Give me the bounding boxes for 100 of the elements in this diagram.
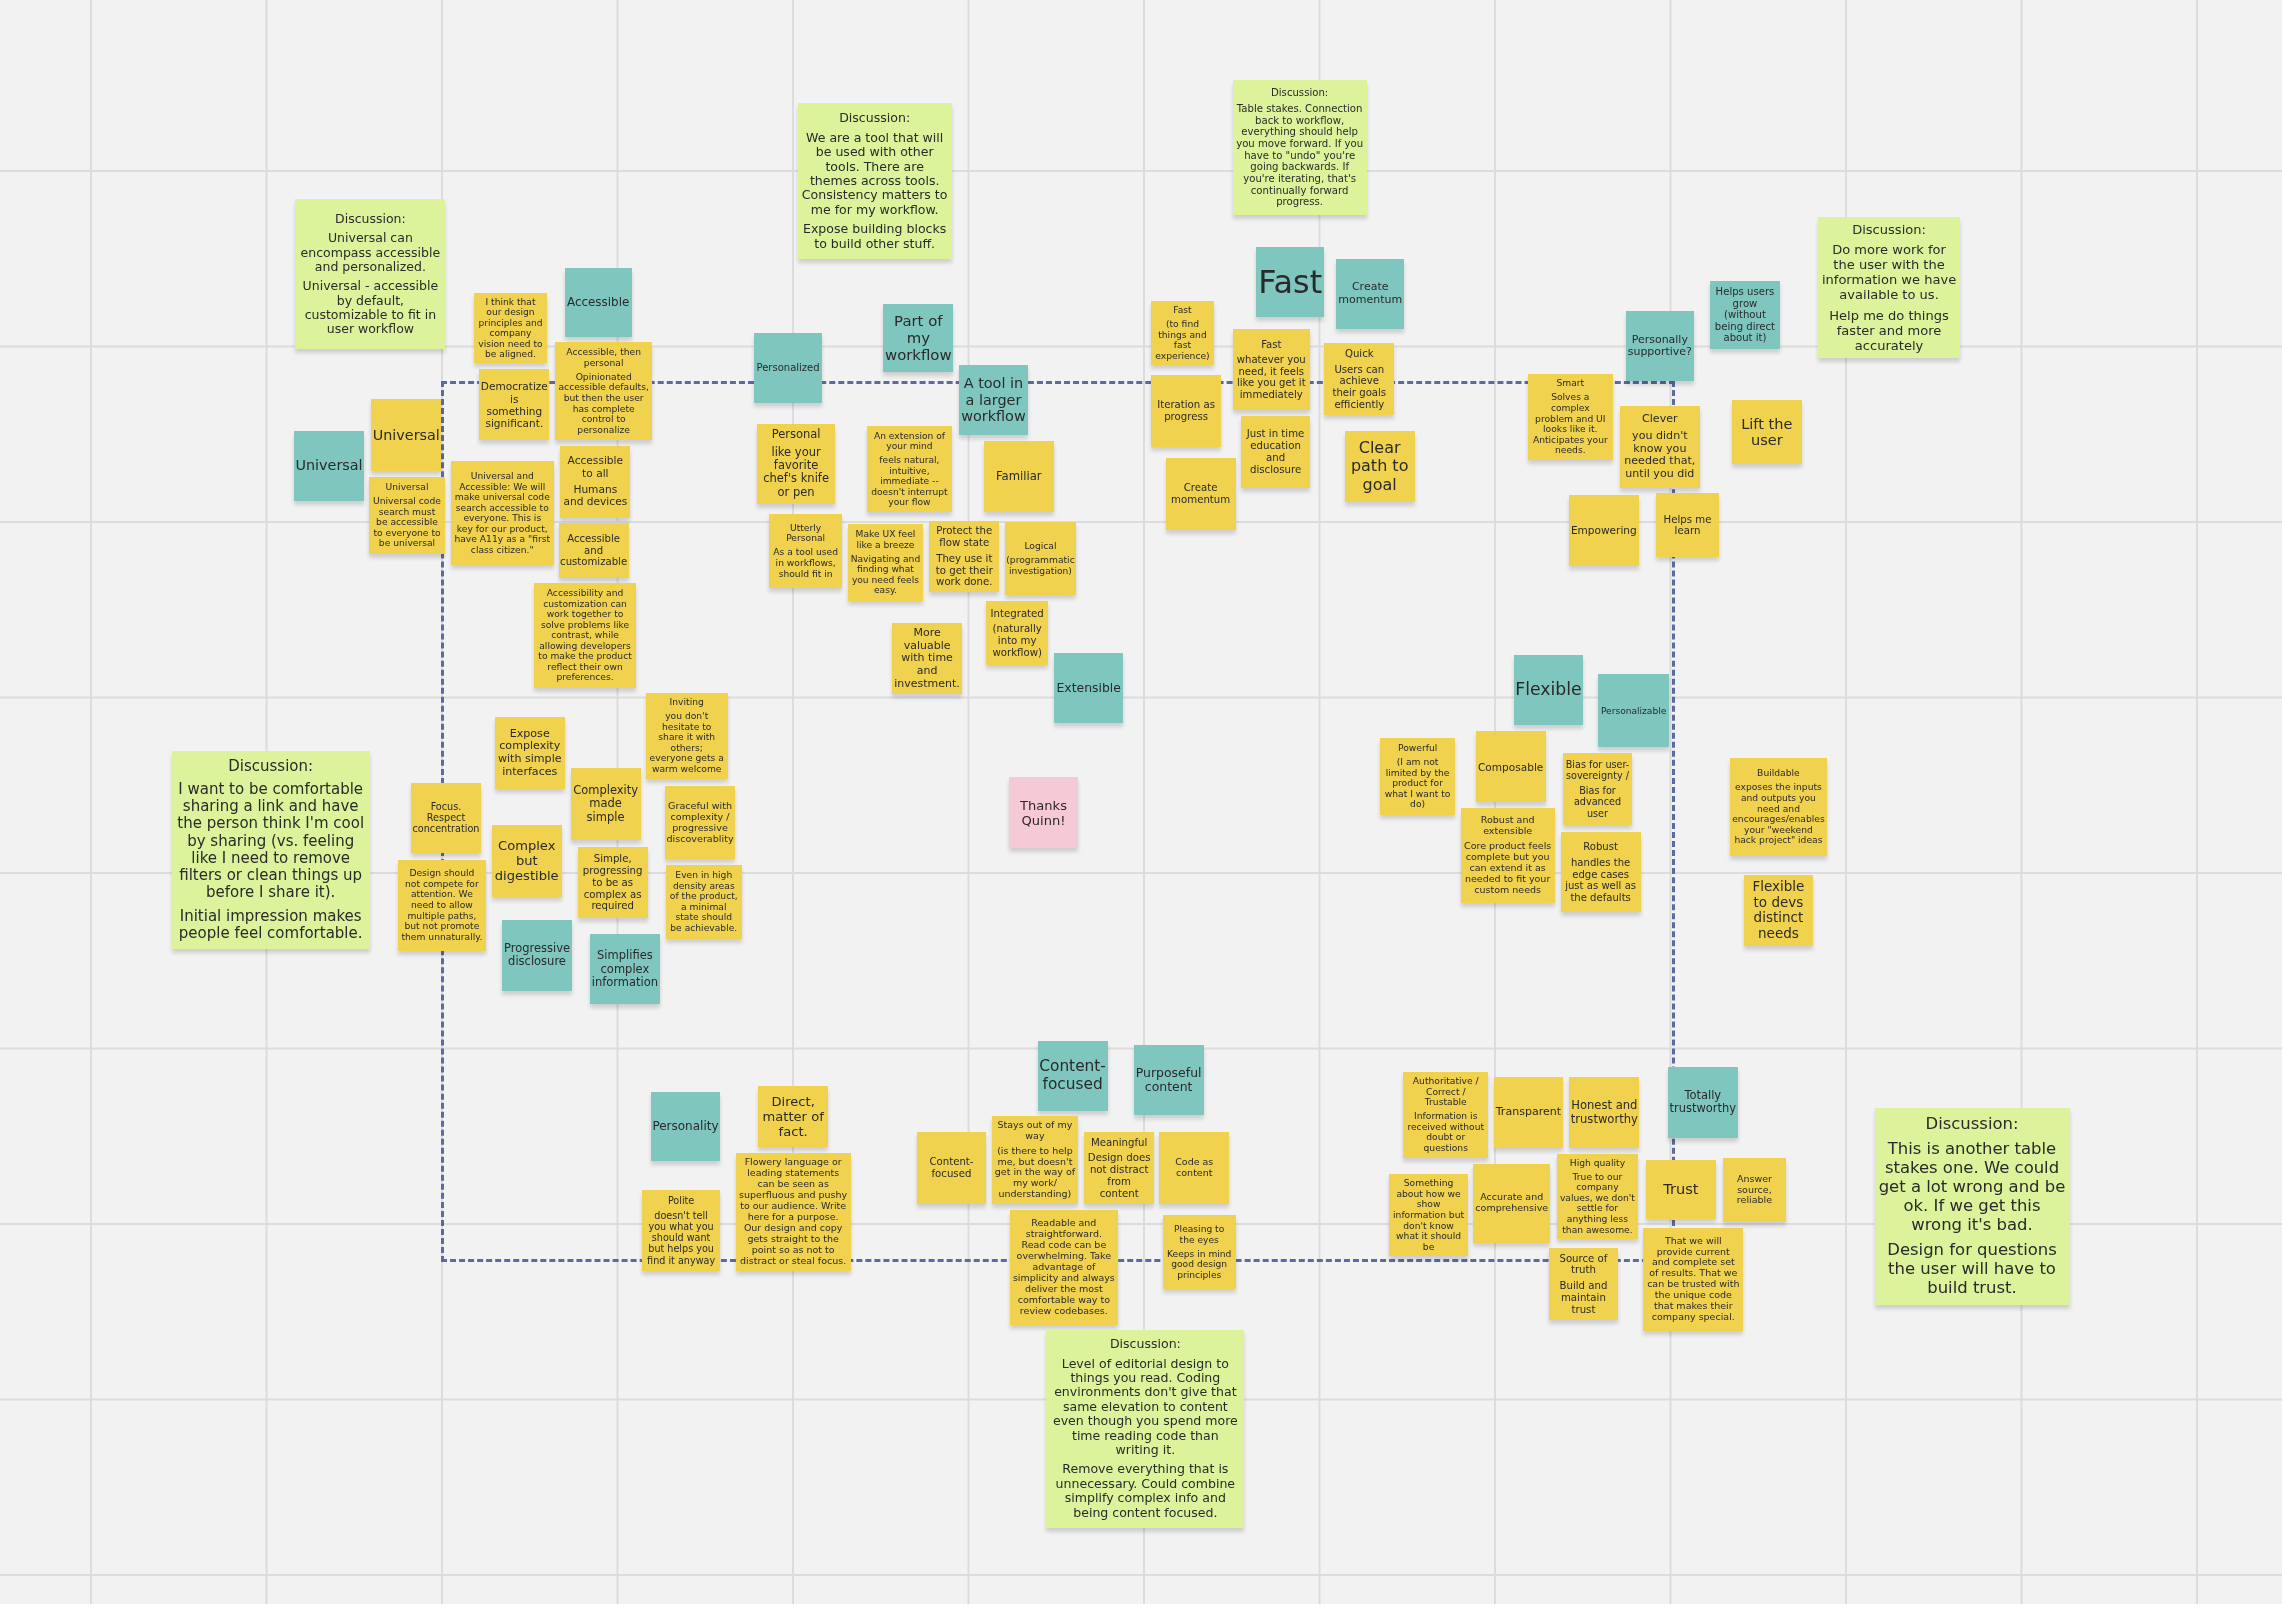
note-text: Iteration as progress	[1156, 399, 1217, 423]
sticky-note	[665, 785, 735, 859]
sticky-note	[491, 825, 562, 897]
sticky-note	[983, 441, 1054, 513]
note-heading: Source of truth	[1558, 1252, 1609, 1277]
note-text: Helps users grow (without being direct about it)	[1713, 286, 1777, 345]
note-heading: Meaningful	[1091, 1136, 1148, 1149]
note-text: Fast	[1258, 264, 1323, 301]
note-text: Personalizable	[1600, 705, 1667, 717]
note-heading: Discussion:	[1852, 222, 1926, 238]
note-text: (to find things and fast experience)	[1154, 319, 1211, 362]
sticky-note	[1730, 757, 1827, 856]
note-text: Information is received without doubt or questions	[1406, 1111, 1486, 1154]
note-text: Flowery language or leading statements can be seen as superfluous and pushy to our audience. Write here for a purpose. Our design and copy gets straight to the point so as not to distract or steal focus.	[738, 1157, 848, 1267]
note-text: Bias for advanced user	[1572, 785, 1623, 819]
note-text: Flexible to devs distinct needs	[1751, 879, 1806, 942]
sticky-note	[1151, 375, 1222, 447]
sticky-note	[769, 513, 843, 588]
sticky-note	[1568, 494, 1639, 567]
note-text: Design does not distract from content	[1087, 1152, 1152, 1200]
note-text: Core product feels complete but you can extend it as needed to fit your custom needs	[1463, 841, 1552, 896]
sticky-note	[555, 342, 653, 441]
sticky-note	[1037, 1041, 1108, 1111]
note-text: doesn't tell you what you should want but helps you find it anyway	[646, 1210, 717, 1266]
note-text: Personally supportive?	[1627, 333, 1692, 359]
sticky-note	[650, 1091, 721, 1162]
note-heading: Personal	[771, 428, 821, 442]
sticky-note	[1324, 343, 1395, 415]
note-text: Simplifies complex information	[591, 949, 659, 990]
note-heading: Universal	[385, 481, 429, 493]
note-text: (naturally into my workflow)	[991, 623, 1043, 659]
note-text: Universal and Accessible: We will make universal code search accessible to everyone. This is key for our product, have A11y as a "first class citizen."	[453, 470, 551, 556]
sticky-note	[1569, 1076, 1640, 1149]
sticky-note	[590, 934, 660, 1005]
note-text: Focus. Respect concentration	[412, 801, 480, 835]
note-text: like your favorite chef's knife or pen	[762, 445, 830, 499]
note-text: Flexible	[1515, 680, 1582, 701]
note-heading: Authoritative / Correct / Trustable	[1411, 1076, 1480, 1108]
note-heading: Logical	[1024, 541, 1057, 552]
sticky-note	[1241, 416, 1310, 488]
sticky-note	[1743, 874, 1814, 946]
sticky-note	[756, 423, 836, 504]
sticky-note	[558, 522, 629, 579]
note-heading: Accessible, then personal	[565, 347, 642, 369]
note-text: Just in time education and disclosure	[1245, 428, 1306, 476]
sticky-note	[1084, 1132, 1155, 1204]
note-text: We are a tool that will be used with other tools. There are themes across tools. Consistency matters to me for my workflow.	[800, 130, 949, 218]
note-text: This is another table stakes one. We could get a lot wrong and be ok. If we get this wrong it's bad.	[1877, 1140, 2067, 1235]
discussion-note	[1232, 80, 1367, 216]
note-text: Build and maintain trust	[1558, 1280, 1609, 1316]
note-text: Purposeful content	[1135, 1065, 1202, 1095]
note-text: Transparent	[1495, 1106, 1562, 1119]
note-heading: Discussion:	[1925, 1114, 2019, 1134]
note-text: Keeps in mind good design principles	[1166, 1248, 1233, 1281]
note-heading: Fast	[1261, 338, 1282, 351]
sticky-note	[753, 333, 823, 404]
sticky-note	[1646, 1160, 1716, 1219]
sticky-note	[1379, 737, 1456, 815]
note-heading: Accessible to all	[566, 455, 625, 480]
note-text: Trust	[1663, 1181, 1699, 1198]
note-text: Democratize is something significant.	[480, 380, 548, 429]
sticky-note	[1460, 807, 1555, 904]
sticky-note	[1656, 493, 1719, 558]
note-text: Complexity made simple	[573, 784, 639, 824]
note-text: Expose complexity with simple interfaces	[497, 727, 562, 779]
sticky-note	[1562, 753, 1633, 825]
sticky-note	[1165, 458, 1236, 530]
note-text: I want to be comfortable sharing a link and have the person think I'm cool by sharing (vs. feeling like I need to remove filters or clean things up before I share it).	[176, 780, 366, 902]
sticky-note	[577, 847, 648, 919]
sticky-note	[479, 369, 550, 441]
sticky-note	[564, 268, 632, 337]
note-text: Honest and trustworthy	[1570, 1099, 1638, 1126]
note-text: Clear path to goal	[1349, 438, 1410, 495]
note-heading: Utterly Personal	[785, 522, 827, 544]
sticky-note	[665, 864, 742, 939]
note-text: Humans and devices	[563, 484, 628, 509]
note-heading: Smart	[1556, 378, 1585, 389]
note-text: Solves a complex problem and UI looks like it. Anticipates your needs.	[1531, 392, 1609, 456]
sticky-note	[847, 523, 924, 602]
note-heading: Quick	[1344, 347, 1374, 360]
sticky-note	[991, 1116, 1079, 1205]
note-text: Opinionated accessible defaults, but then the user has complete control to personalize	[558, 371, 650, 436]
sticky-note	[570, 768, 641, 840]
sticky-note	[1625, 311, 1694, 382]
note-text: Do more work for the user with the information we have available to us.	[1820, 242, 1958, 303]
note-heading: Bias for user-sovereignty /	[1565, 759, 1630, 782]
note-text: Personality	[652, 1119, 719, 1134]
sticky-note	[1054, 653, 1123, 724]
sticky-note	[1731, 400, 1802, 465]
note-text: Remove everything that is unnecessary. Could combine simplify complex info and being content focused.	[1054, 1462, 1237, 1521]
sticky-note	[502, 919, 572, 992]
sticky-note	[959, 365, 1028, 436]
note-text: Accessible	[567, 295, 630, 310]
sticky-note	[411, 782, 481, 853]
sticky-note	[1493, 1076, 1564, 1149]
sticky-note	[1723, 1157, 1786, 1222]
note-text: exposes the inputs and outputs you need and encourages/enables your "weekend hack project" ideas	[1732, 782, 1825, 846]
note-heading: Buildable	[1757, 768, 1800, 779]
sticky-note	[450, 461, 554, 566]
note-text: True to our company values, we don't settle for anything less than awesome.	[1559, 1171, 1636, 1236]
